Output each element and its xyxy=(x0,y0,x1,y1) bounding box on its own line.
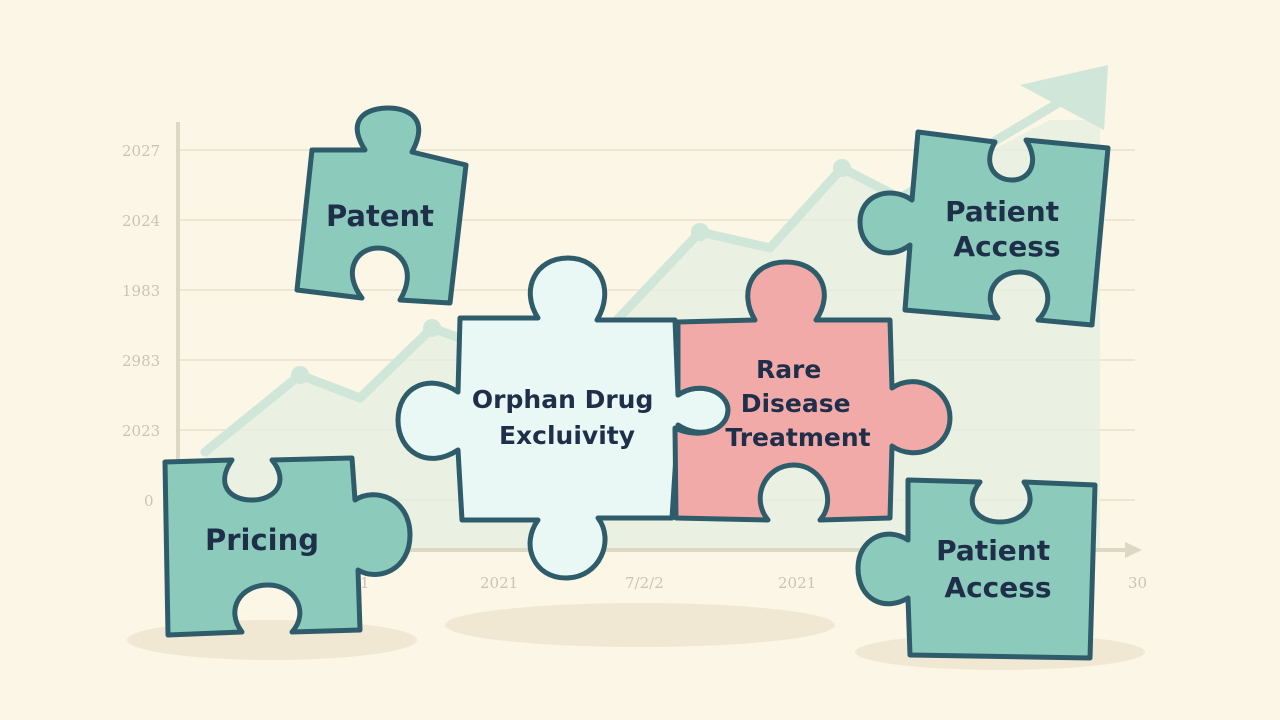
x-tick-label: 2021 xyxy=(778,574,816,592)
pricing-puzzle-piece: Pricing xyxy=(162,455,413,638)
rare-disease-label: Rare Disease Treatment xyxy=(725,355,870,452)
y-tick-label: 1983 xyxy=(122,282,160,300)
orphan-piece-shape xyxy=(395,255,731,581)
orphan-drug-label: Orphan Drug Excluivity xyxy=(472,385,662,450)
y-tick-label: 0 xyxy=(144,492,154,510)
shadow-center xyxy=(445,603,835,647)
patient-access-top-piece-shape xyxy=(857,129,1111,328)
orphan-drug-exclusivity-puzzle-piece: Orphan Drug Excluivity xyxy=(395,255,731,581)
chart-point xyxy=(423,319,441,337)
x-tick-label: 1 xyxy=(360,574,370,592)
rare-piece-shape xyxy=(672,259,953,523)
chart-arrow-head xyxy=(1020,65,1108,130)
patent-puzzle-piece: Patent xyxy=(294,105,469,306)
chart-point xyxy=(833,159,851,177)
y-tick-label: 2023 xyxy=(122,422,160,440)
patient-access-top-label: Patient Access xyxy=(945,195,1069,263)
chart-point xyxy=(291,366,309,384)
patient-access-top-puzzle-piece: Patient Access xyxy=(857,129,1111,328)
y-tick-label: 2027 xyxy=(122,142,160,160)
patient-access-bottom-piece-shape xyxy=(855,477,1098,661)
pricing-piece-shape xyxy=(162,455,413,638)
x-tick-label: 30 xyxy=(1128,574,1147,592)
x-axis-tick-labels: 1 2021 7/2/2 2021 30 xyxy=(360,574,1147,592)
y-tick-label: 2983 xyxy=(122,352,160,370)
patient-access-bottom-label: Patient Access xyxy=(936,534,1060,604)
x-axis-arrow xyxy=(1125,542,1142,558)
y-tick-label: 2024 xyxy=(122,212,160,230)
pricing-label: Pricing xyxy=(205,523,319,557)
rare-disease-treatment-puzzle-piece: Rare Disease Treatment xyxy=(672,259,953,523)
chart-data-points xyxy=(291,159,851,384)
x-tick-label: 7/2/2 xyxy=(625,574,664,592)
patient-access-bottom-puzzle-piece: Patient Access xyxy=(855,477,1098,661)
chart-point xyxy=(691,223,709,241)
y-axis-tick-labels: 2027 2024 1983 2983 2023 0 xyxy=(122,142,160,510)
x-tick-label: 2021 xyxy=(480,574,518,592)
patent-piece-shape xyxy=(294,105,469,306)
patent-label: Patent xyxy=(326,199,434,233)
